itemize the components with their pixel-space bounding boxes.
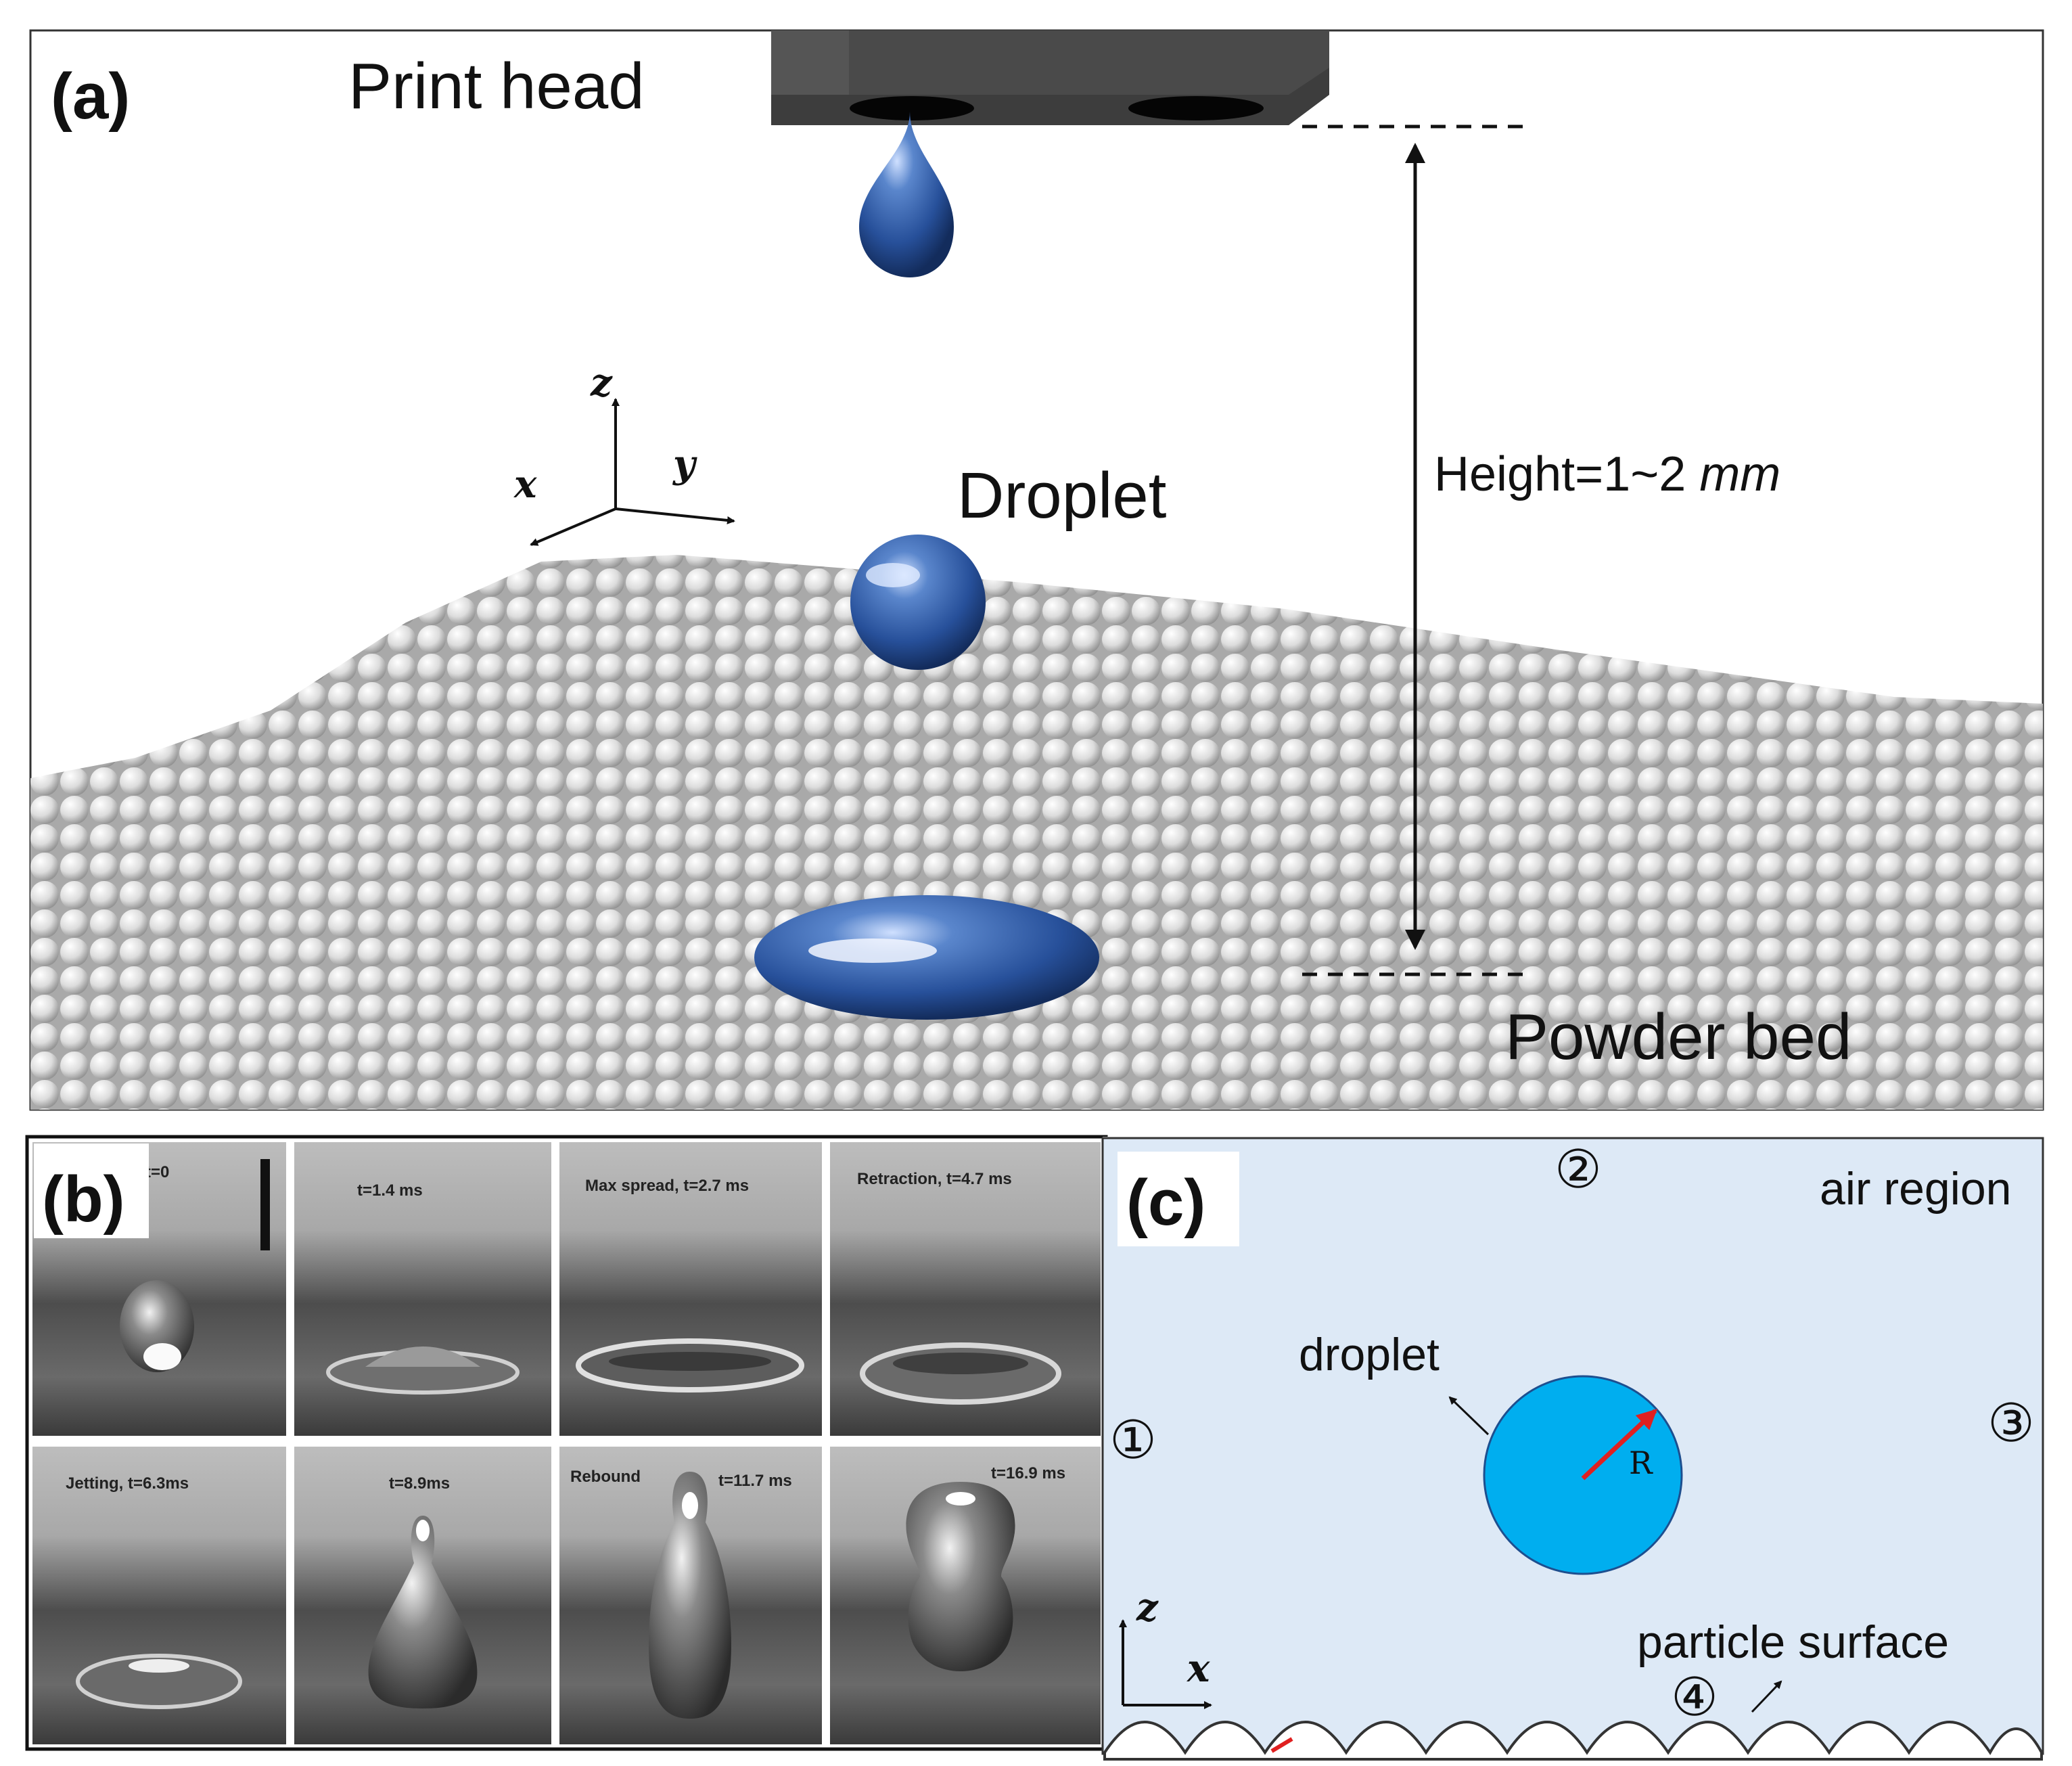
droplet-spread (754, 895, 1099, 1020)
frame-7 (559, 1447, 822, 1744)
frame-5-label: Jetting, t=6.3ms (66, 1474, 189, 1493)
droplet-pointer (1448, 1396, 1490, 1436)
height-dimension (1302, 124, 1525, 976)
axes-2d: z x (1119, 1585, 1212, 1709)
nozzle-right (1128, 96, 1264, 120)
boundary-marker-1: ① (1109, 1410, 1157, 1471)
frame-8 (830, 1447, 1101, 1744)
frame-3-label: Max spread, t=2.7 ms (585, 1177, 749, 1195)
frame-2 (294, 1142, 551, 1436)
print-head (771, 30, 1329, 125)
particle-radius-arrow (1270, 1737, 1293, 1753)
axis-z-label: z (590, 361, 613, 405)
frame-3 (559, 1142, 822, 1436)
panel-a-label: (a) (51, 60, 130, 133)
particle-surface (1103, 1721, 2043, 1761)
powder-bed-label: Powder bed (1505, 1001, 1851, 1073)
frame-6-label: t=8.9ms (389, 1474, 450, 1493)
particle-surface-label: particle surface (1637, 1616, 1949, 1668)
radius-arrow (1581, 1409, 1657, 1480)
boundary-marker-2: ② (1555, 1139, 1602, 1200)
panel-b-label: (b) (42, 1163, 125, 1236)
frame-7-time-label: t=11.7 ms (718, 1472, 792, 1490)
axis-x-label-c: x (1187, 1646, 1210, 1691)
frame-8-label: t=16.9 ms (991, 1464, 1065, 1482)
frame-1-label: t=0 (145, 1163, 169, 1181)
panel-c: (c) air region ① ② ③ ④ R droplet particl… (1101, 1137, 2044, 1761)
height-label: Height=1~2 mm (1434, 447, 1780, 501)
panel-c-label: (c) (1126, 1167, 1205, 1239)
boundary-marker-4: ④ (1671, 1667, 1718, 1728)
axes-3d: z y x (513, 361, 735, 546)
droplet-label-c: droplet (1299, 1329, 1440, 1380)
panel-b-label-box (34, 1144, 149, 1238)
print-head-label: Print head (348, 50, 645, 122)
frame-1 (32, 1142, 286, 1436)
boundary-marker-3: ③ (1987, 1393, 2035, 1454)
air-region-label: air region (1820, 1163, 2012, 1215)
axis-y-label: y (672, 442, 697, 486)
droplet-circle (1483, 1375, 1683, 1575)
frame-4 (830, 1142, 1101, 1436)
scale-bar (260, 1159, 270, 1250)
panel-c-label-box (1118, 1152, 1239, 1246)
panel-b: t=0 t=1.4 ms Max spread, t=2.7 ms Retrac… (25, 1135, 1108, 1751)
droplet-label: Droplet (957, 459, 1166, 532)
frame-5 (32, 1447, 286, 1744)
frame-2-label: t=1.4 ms (357, 1181, 423, 1200)
falling-drop (859, 112, 954, 277)
radius-label: R (1629, 1445, 1653, 1481)
particle-surface-pointer (1751, 1680, 1782, 1713)
frame-7-label: Rebound (570, 1468, 641, 1486)
droplet-sphere (850, 535, 986, 670)
axis-z-label-c: z (1136, 1585, 1159, 1630)
panel-a: z y x (a) Print head Droplet Height=1~2 … (29, 29, 2044, 1111)
axis-x-label: x (513, 462, 537, 507)
nozzle-left (850, 96, 974, 120)
frame-6 (294, 1447, 551, 1744)
frame-4-label: Retraction, t=4.7 ms (857, 1170, 1012, 1188)
